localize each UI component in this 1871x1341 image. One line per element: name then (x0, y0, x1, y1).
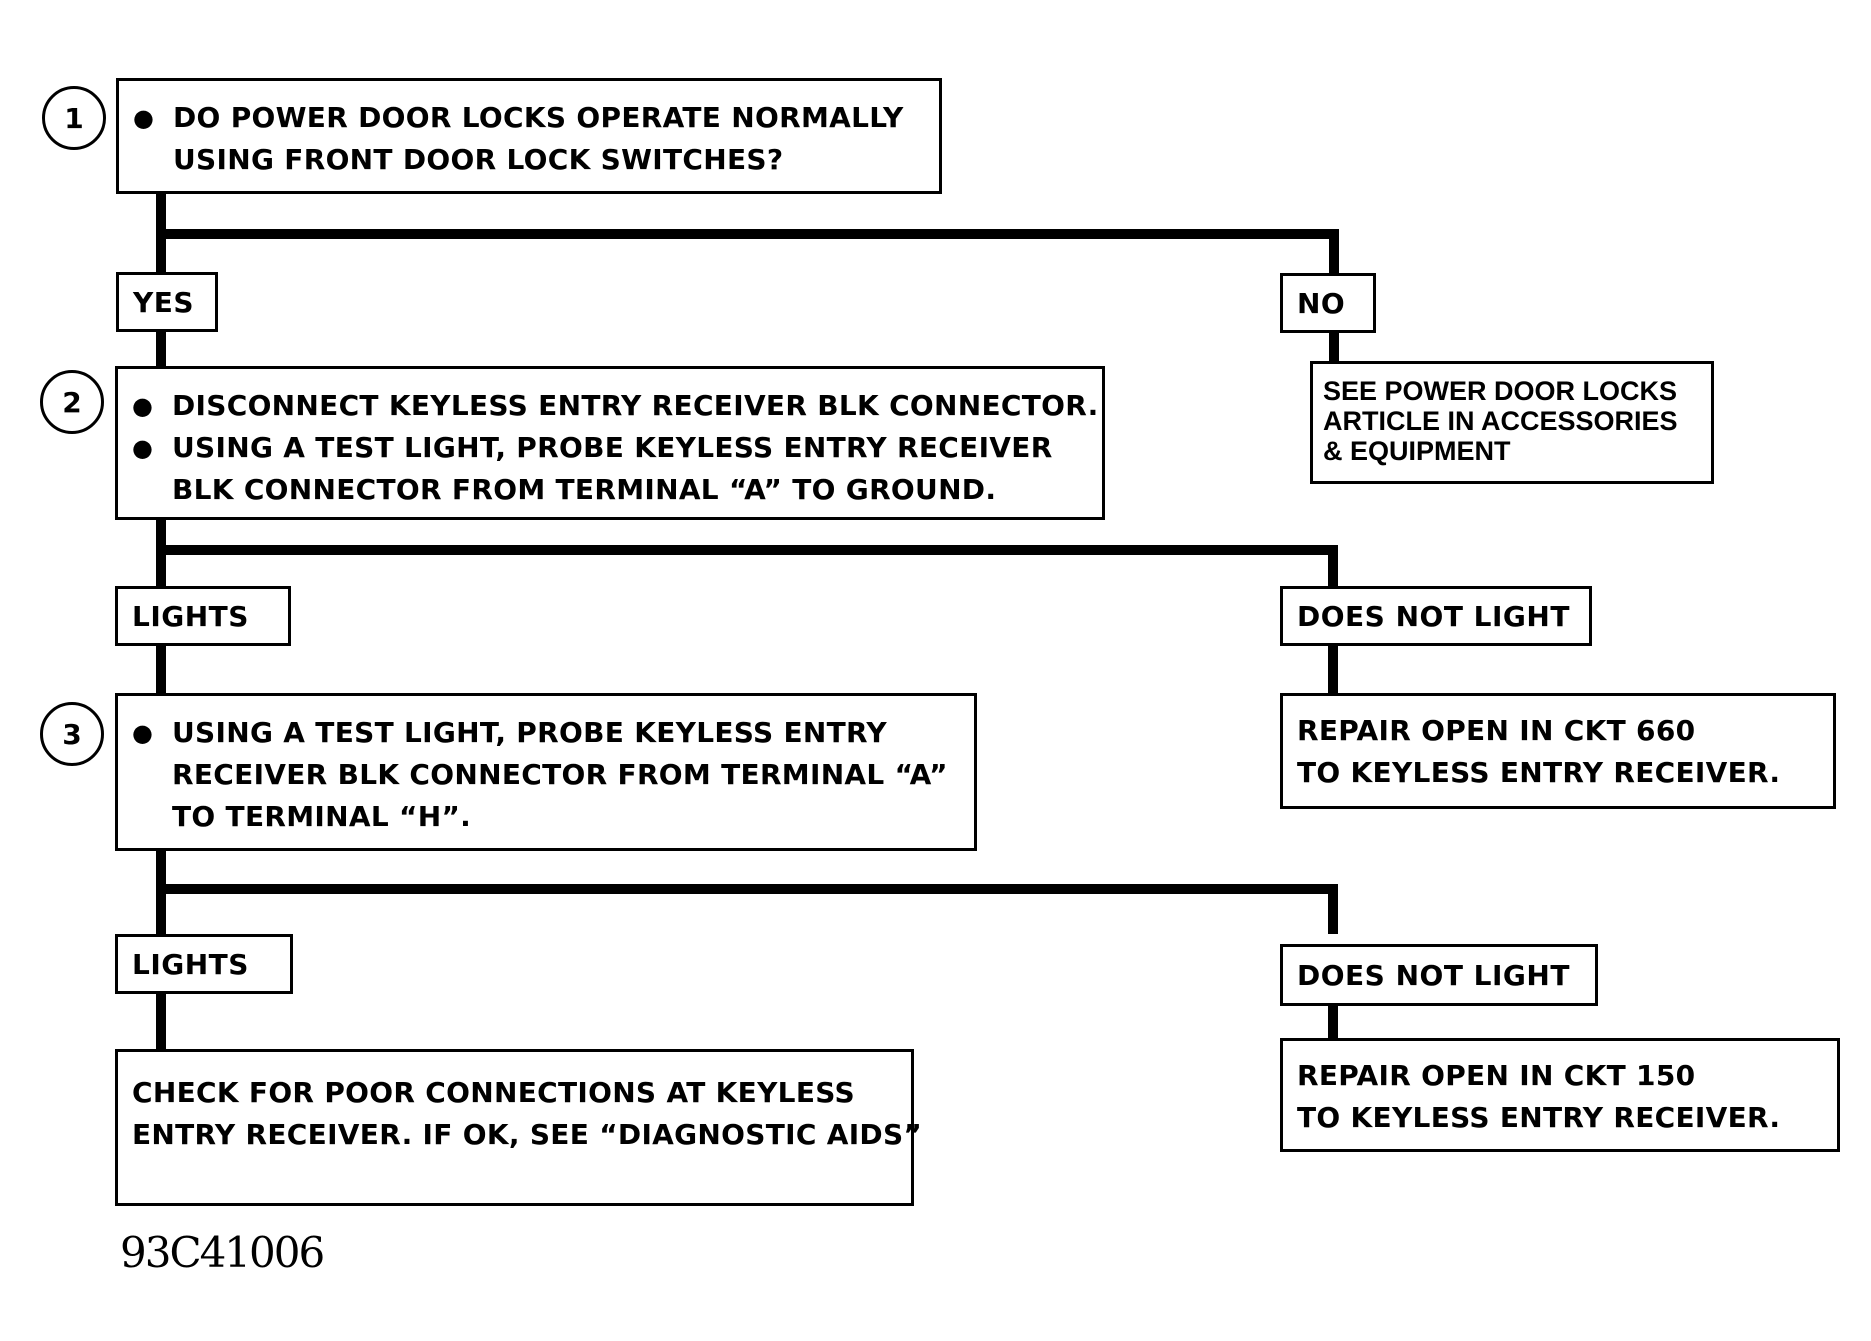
connector-line (156, 884, 1338, 894)
connector-line (1328, 1004, 1338, 1040)
result-line: REPAIR OPEN IN CKT 660 (1297, 714, 1696, 747)
step-2-bullet: DISCONNECT KEYLESS ENTRY RECEIVER BLK CO… (118, 385, 1102, 427)
result-line: ARTICLE IN ACCESSORIES (1323, 406, 1678, 436)
connector-line (1328, 884, 1338, 934)
branch-lights-2: LIGHTS (115, 934, 293, 994)
figure-id: 93C41006 (120, 1228, 325, 1277)
result-repair-ckt-660: REPAIR OPEN IN CKT 660 TO KEYLESS ENTRY … (1280, 693, 1836, 809)
branch-no: NO (1280, 273, 1376, 333)
result-see-power-door-locks: SEE POWER DOOR LOCKS ARTICLE IN ACCESSOR… (1310, 361, 1714, 484)
connector-line (1329, 229, 1339, 273)
step-number-3: 3 (40, 702, 104, 766)
result-repair-ckt-150: REPAIR OPEN IN CKT 150 TO KEYLESS ENTRY … (1280, 1038, 1840, 1152)
branch-does-not-light-1: DOES NOT LIGHT (1280, 586, 1592, 646)
connector-line (156, 644, 166, 695)
step-1-box: DO POWER DOOR LOCKS OPERATE NORMALLY USI… (116, 78, 942, 194)
result-line: SEE POWER DOOR LOCKS (1323, 376, 1678, 406)
branch-does-not-light-2: DOES NOT LIGHT (1280, 944, 1598, 1006)
result-check-poor-connections: CHECK FOR POOR CONNECTIONS AT KEYLESS EN… (115, 1049, 923, 1206)
step-number-1: 1 (42, 86, 106, 150)
result-line: TO KEYLESS ENTRY RECEIVER. (1297, 756, 1781, 789)
connector-line (1328, 644, 1338, 696)
step-2-bullet: USING A TEST LIGHT, PROBE KEYLESS ENTRY … (118, 427, 1102, 469)
step-2-box: DISCONNECT KEYLESS ENTRY RECEIVER BLK CO… (115, 366, 1105, 520)
step-3-bullet-continuation: TO TERMINAL “H”. (172, 800, 472, 833)
step-1-bullet-continuation: USING FRONT DOOR LOCK SWITCHES? (173, 143, 784, 176)
step-1-bullet: DO POWER DOOR LOCKS OPERATE NORMALLY (119, 97, 939, 139)
branch-lights-1: LIGHTS (115, 586, 291, 646)
result-line: TO KEYLESS ENTRY RECEIVER. (1297, 1101, 1781, 1134)
connector-line (156, 545, 1338, 555)
connector-line (156, 332, 166, 368)
step-3-bullet: USING A TEST LIGHT, PROBE KEYLESS ENTRY (118, 712, 974, 754)
step-3-box: USING A TEST LIGHT, PROBE KEYLESS ENTRY … (115, 693, 977, 851)
connector-line (156, 993, 166, 1049)
branch-yes: YES (116, 272, 218, 332)
result-line: REPAIR OPEN IN CKT 150 (1297, 1059, 1696, 1092)
result-line: CHECK FOR POOR CONNECTIONS AT KEYLESS (132, 1076, 855, 1109)
result-line: & EQUIPMENT (1323, 436, 1511, 466)
connector-line (1329, 332, 1339, 364)
step-3-bullet-continuation: RECEIVER BLK CONNECTOR FROM TERMINAL “A” (172, 758, 948, 791)
step-2-bullet-continuation: BLK CONNECTOR FROM TERMINAL “A” TO GROUN… (172, 473, 997, 506)
connector-line (1328, 545, 1338, 587)
connector-line (156, 229, 1339, 239)
step-number-2: 2 (40, 370, 104, 434)
result-line: ENTRY RECEIVER. IF OK, SEE “DIAGNOSTIC A… (132, 1118, 923, 1151)
